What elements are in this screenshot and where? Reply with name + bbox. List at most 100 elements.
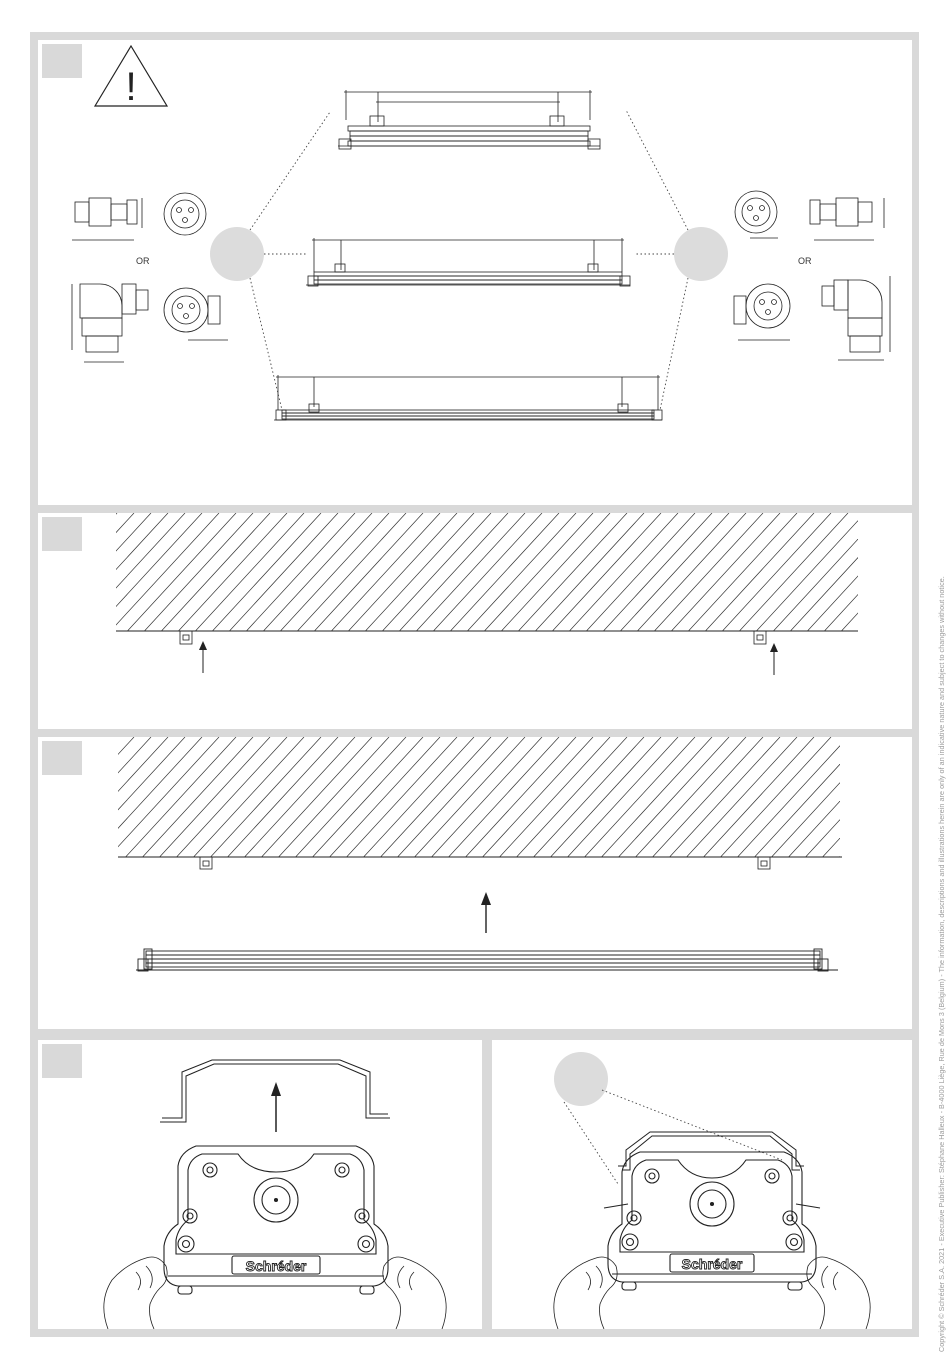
hatch-line: [75, 737, 185, 857]
hatch-line: [92, 737, 202, 857]
hatch-line: [432, 737, 542, 857]
hatch-line: [93, 513, 202, 631]
panel-step-3: [38, 737, 912, 1029]
connector-or-left: OR: [136, 256, 150, 266]
panel-step-4-left: Schréder: [38, 1040, 482, 1329]
hatch-line: [280, 513, 389, 631]
hatch-line: [738, 737, 848, 857]
hatch-line: [263, 513, 372, 631]
hatch-line: [807, 513, 912, 631]
hatch-line: [195, 513, 304, 631]
panel-step-1: !: [38, 40, 912, 505]
panel-step-4-right: Schréder: [492, 1040, 912, 1329]
hatch-line: [194, 737, 304, 857]
hatch-line: [399, 513, 508, 631]
hatch-line: [398, 737, 508, 857]
hatch-line: [126, 737, 236, 857]
panel-step-2: [38, 513, 912, 729]
hatch-line: [467, 513, 576, 631]
luminaire-full: [136, 949, 838, 971]
hand-left: [554, 1257, 617, 1329]
hatch-line: [178, 513, 287, 631]
connector-face-right-1: [735, 191, 778, 238]
hatch-line: [602, 737, 712, 857]
mounting-bracket-right: [758, 857, 770, 869]
hand-right: [383, 1257, 446, 1329]
hatch-line: [823, 737, 912, 857]
hatch-line: [909, 513, 912, 631]
hatch-line: [857, 737, 912, 857]
hatch-line: [110, 513, 219, 631]
connector-elbow-right: [822, 276, 890, 360]
ceiling-hatch: [38, 513, 912, 631]
mounting-bracket-right: [754, 631, 766, 644]
hatch-line: [127, 513, 236, 631]
mounting-bracket-left: [180, 631, 192, 644]
arrow-up-icon: [271, 1082, 281, 1132]
hatch-line: [789, 737, 899, 857]
hatch-line: [484, 513, 593, 631]
hatch-line: [654, 513, 763, 631]
hatch-line: [585, 737, 695, 857]
hatch-line: [688, 513, 797, 631]
hatch-line: [722, 513, 831, 631]
hatch-line: [245, 737, 355, 857]
hatch-line: [705, 513, 814, 631]
hatch-line: [908, 737, 912, 857]
step-3-illustration: [38, 737, 912, 1029]
hand-right: [807, 1257, 870, 1329]
hatch-line: [653, 737, 763, 857]
hatch-line: [875, 513, 912, 631]
hatch-line: [331, 513, 440, 631]
arrow-up-icon: [199, 641, 207, 673]
hatch-line: [296, 737, 406, 857]
step-number-box-3: [42, 741, 82, 775]
brand-label-right: Schréder: [682, 1256, 743, 1272]
hatch-line: [415, 737, 525, 857]
hatch-line: [534, 737, 644, 857]
hatch-line: [858, 513, 912, 631]
hatch-line: [637, 513, 746, 631]
hatch-line: [161, 513, 270, 631]
hatch-line: [739, 513, 848, 631]
hatch-line: [109, 737, 219, 857]
detail-callout-left: [210, 227, 264, 281]
hatch-line: [840, 737, 912, 857]
hatch-line: [569, 513, 678, 631]
step-2-illustration: [38, 513, 912, 729]
connector-straight-left: [72, 198, 142, 240]
hatch-line: [891, 737, 912, 857]
hatch-line: [229, 513, 338, 631]
hand-left: [104, 1257, 167, 1329]
hatch-line: [348, 513, 457, 631]
hatch-line: [330, 737, 440, 857]
hatch-line: [382, 513, 491, 631]
connector-face-left-1: [164, 193, 206, 235]
hatch-line: [892, 513, 912, 631]
hatch-line: [874, 737, 912, 857]
hatch-line: [279, 737, 389, 857]
hatch-line: [620, 513, 729, 631]
copyright-notice: Copyright © Schréder S.A. 2021 - Executi…: [937, 392, 947, 1352]
connector-elbow-left: [72, 284, 148, 362]
hatch-line: [518, 513, 627, 631]
hatch-line: [636, 737, 746, 857]
hatch-line: [603, 513, 712, 631]
hatch-line: [449, 737, 559, 857]
hatch-line: [671, 513, 780, 631]
hatch-line: [704, 737, 814, 857]
step-4-left-illustration: Schréder: [38, 1040, 482, 1329]
step-number-box-1: [42, 44, 82, 78]
hatch-line: [262, 737, 372, 857]
connector-face-right-2: [734, 284, 790, 340]
step-number-box-4: [42, 1044, 82, 1078]
hatch-line: [517, 737, 627, 857]
connector-or-right: OR: [798, 256, 812, 266]
hatch-line: [500, 737, 610, 857]
hatch-line: [824, 513, 912, 631]
instruction-sheet-frame: !: [30, 32, 919, 1337]
hatch-line: [365, 513, 474, 631]
hatch-line: [551, 737, 661, 857]
hatch-line: [772, 737, 882, 857]
hatch-line: [76, 513, 185, 631]
